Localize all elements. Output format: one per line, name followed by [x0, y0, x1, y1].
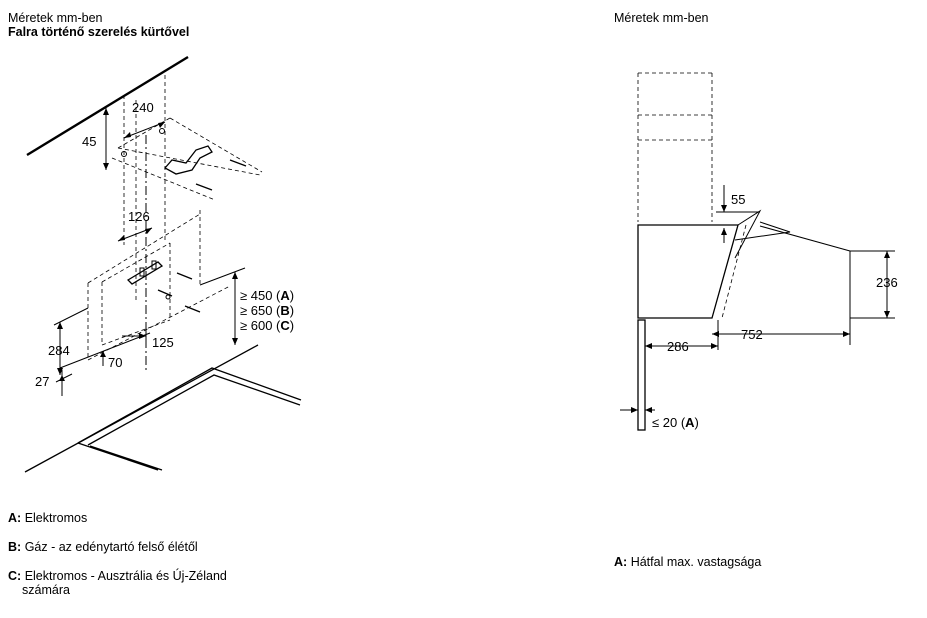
dim-752-label: 752: [741, 327, 763, 342]
cooktop-outline: [77, 367, 302, 446]
dim-27-label: 27: [35, 374, 49, 389]
dim-line-240: [123, 121, 166, 139]
dim-45-label: 45: [82, 134, 96, 149]
screw: [157, 289, 173, 297]
right-side-diagram: 55 236 752 286 ≤ 20 (: [620, 72, 898, 431]
left-subheading: Falra történő szerelés kürtővel: [8, 25, 190, 39]
worktop-edge: [24, 344, 259, 473]
left-heading: Méretek mm-ben: [8, 11, 103, 25]
clearance-b-label: ≥ 650 (B): [240, 303, 294, 318]
clearance-a-label: ≥ 450 (A): [240, 288, 294, 303]
dim-126-label: 126: [128, 209, 150, 224]
dim-70-label: 70: [108, 355, 122, 370]
dim-240-label: 240: [132, 100, 154, 115]
legend-right-a: A: Hátfal max. vastagsága: [614, 555, 762, 569]
lower-bracket: [126, 261, 164, 285]
dim-125-label: 125: [152, 335, 174, 350]
dim-284-label: 284: [48, 343, 70, 358]
back-wall: [637, 319, 646, 431]
legend-c: C: Elektromos - Ausztrália és Új-Zéland …: [8, 569, 227, 597]
upper-bracket: [163, 145, 213, 175]
dim-55-label: 55: [731, 192, 745, 207]
dim-286-label: 286: [667, 339, 689, 354]
screw: [229, 159, 247, 167]
cooktop-outline: [77, 442, 163, 471]
screw: [195, 183, 213, 191]
legend-a: A: Elektromos: [8, 511, 88, 525]
hood-body: [637, 224, 739, 319]
right-heading: Méretek mm-ben: [614, 11, 709, 25]
dim-236-label: 236: [876, 275, 898, 290]
screw: [176, 272, 193, 280]
legend-b: B: Gáz - az edénytartó felső élétől: [8, 540, 198, 554]
clearance-c-label: ≥ 600 (C): [240, 318, 294, 333]
screw: [184, 305, 201, 313]
left-wall-diagram: 240 45 126: [24, 55, 302, 473]
dim-20-label: ≤ 20 (A): [652, 415, 699, 430]
